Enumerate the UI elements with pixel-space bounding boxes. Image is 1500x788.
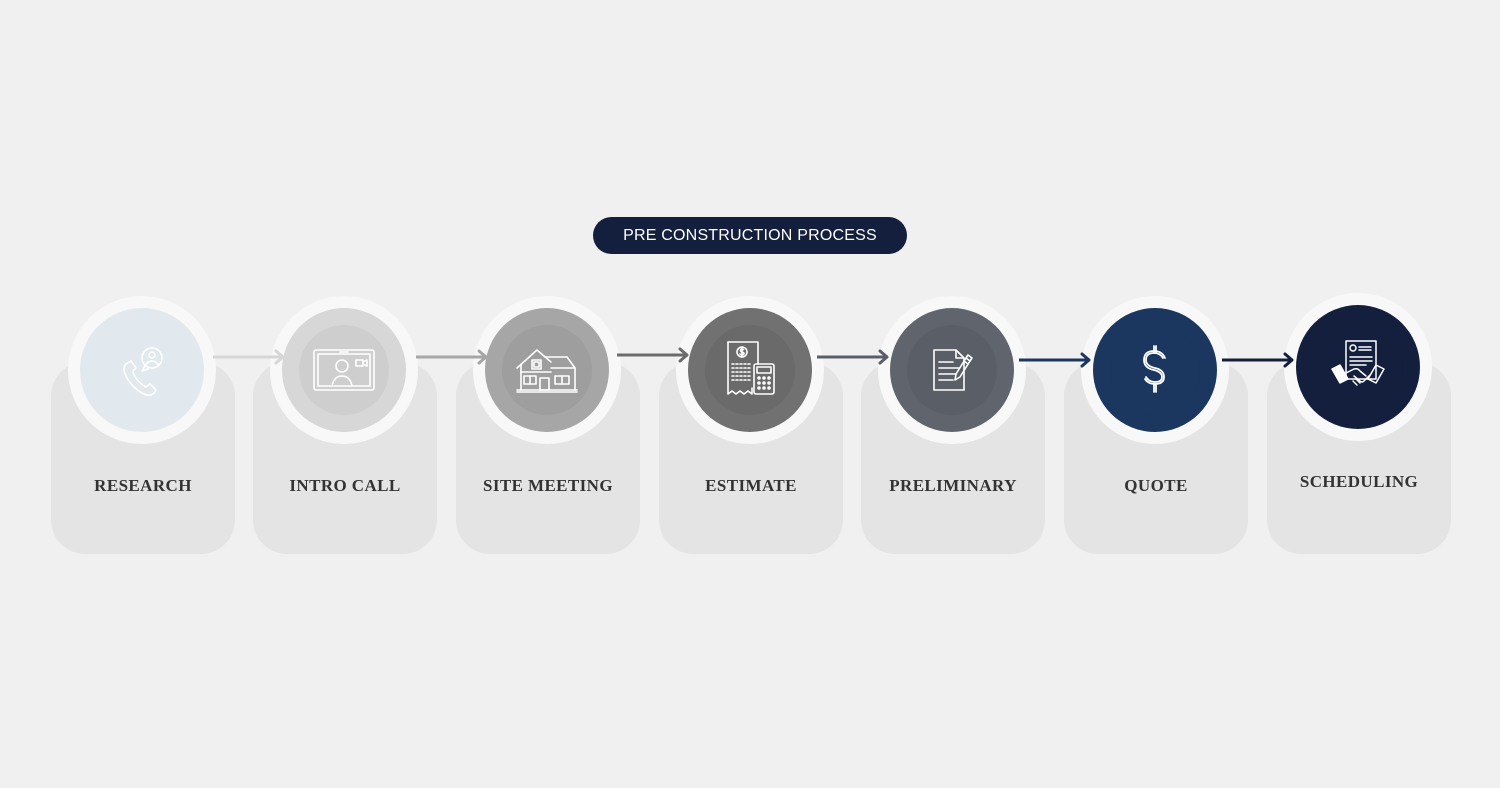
phone-support-icon (97, 325, 187, 415)
step-label: RESEARCH (94, 476, 192, 495)
step-quote: QUOTE (1064, 296, 1248, 554)
step-site-meeting: SITE MEETING (456, 296, 640, 554)
step-label: ESTIMATE (705, 476, 797, 495)
step-research: RESEARCH (51, 296, 235, 554)
step-disc (485, 308, 609, 432)
flow-arrow-6 (1222, 352, 1298, 368)
step-ring (1081, 296, 1229, 444)
step-disc (80, 308, 204, 432)
dollar-icon (1110, 325, 1200, 415)
invoice-calculator-icon (705, 325, 795, 415)
step-disc (282, 308, 406, 432)
step-disc (890, 308, 1014, 432)
flow-arrow-3 (617, 347, 693, 363)
step-label: SCHEDULING (1299, 472, 1419, 491)
process-title: PRE CONSTRUCTION PROCESS (593, 217, 907, 254)
video-call-icon (299, 325, 389, 415)
contract-handshake-icon (1313, 322, 1403, 412)
step-ring (68, 296, 216, 444)
step-ring (676, 296, 824, 444)
step-estimate: ESTIMATE (659, 296, 843, 554)
step-label: PRELIMINARY (889, 476, 1017, 495)
step-ring (878, 296, 1026, 444)
step-disc (688, 308, 812, 432)
step-ring (1284, 293, 1432, 441)
step-scheduling: SCHEDULING (1267, 293, 1451, 554)
house-icon (502, 325, 592, 415)
step-preliminary: PRELIMINARY (861, 296, 1045, 554)
flow-arrow-5 (1019, 352, 1095, 368)
step-label: QUOTE (1124, 476, 1188, 495)
step-label: INTRO CALL (289, 476, 401, 495)
flow-arrow-4 (817, 349, 893, 365)
step-ring (270, 296, 418, 444)
flow-arrow-2 (416, 349, 492, 365)
step-disc (1296, 305, 1420, 429)
step-disc (1093, 308, 1217, 432)
step-intro-call: INTRO CALL (253, 296, 437, 554)
flow-arrow-1 (213, 349, 289, 365)
document-pen-icon (907, 325, 997, 415)
step-label: SITE MEETING (483, 476, 613, 495)
step-ring (473, 296, 621, 444)
